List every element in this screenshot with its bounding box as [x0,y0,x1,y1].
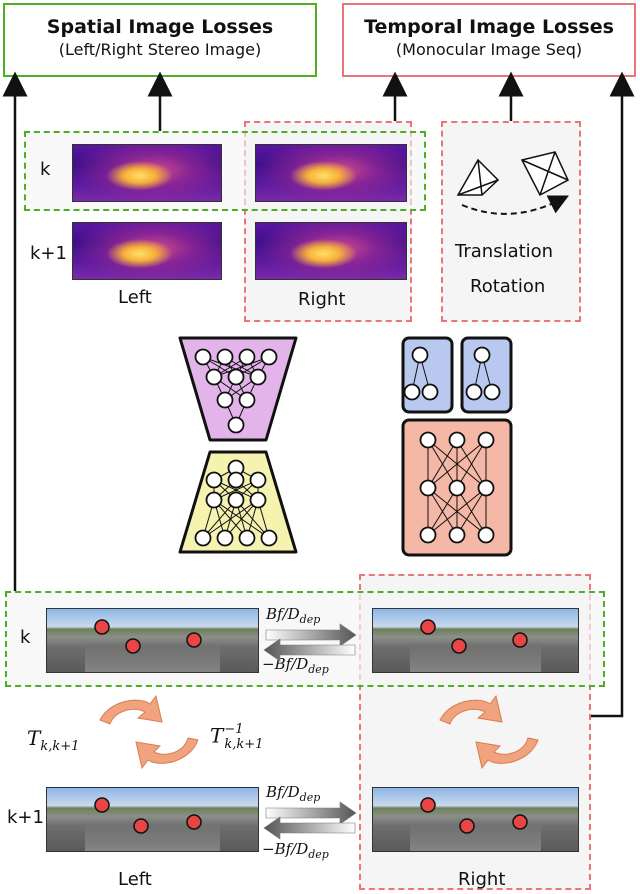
image-label-k: k [20,627,31,648]
network-edge [213,356,270,378]
temporal-cycle-left-icon [99,694,199,770]
warp-forward-k1: Bf/Ddep [266,783,320,804]
network-node [227,471,245,489]
network-node [448,431,466,449]
network-node [448,526,466,544]
temporal-losses-subtitle: (Monocular Image Seq) [395,40,583,59]
network-edge [427,487,487,536]
camera-motion-arrow [461,195,569,215]
spatial-losses-box: Spatial Image Losses (Left/Right Stereo … [3,3,317,77]
network-edge [427,439,487,489]
depth-map-right-k [255,144,407,202]
warp-forward-k: Bf/Ddep [266,605,320,626]
network-node [205,368,223,386]
network-node [473,346,491,364]
warp-forward-k1-sub: dep [299,791,321,804]
image-left-k [46,608,259,673]
spatial-losses-title: Spatial Image Losses [46,16,274,38]
bottom-left-label: Left [118,869,152,890]
network-edge [456,439,487,489]
network-edge [456,487,487,536]
network-node [216,529,234,547]
network-node [238,348,256,366]
temporal-losses-box: Temporal Image Losses (Monocular Image S… [342,3,636,77]
depth-map-left-k [72,144,222,202]
feature-points [94,619,528,834]
transform-forward-subscript: k,k+1 [40,739,80,754]
network-node [477,526,495,544]
transform-forward-label: Tk,k+1 [27,726,79,754]
network-node [465,383,483,401]
depth-map-left-k1 [72,222,222,280]
network-node [227,491,245,509]
network-node [194,529,212,547]
network-nodes [194,346,501,547]
transform-forward-symbol: T [27,726,41,750]
warp-backward-k-sub: dep [308,663,329,676]
network-edge [202,499,259,539]
pose-rotation-label: Rotation [470,276,546,297]
network-node [227,416,245,434]
network-edge [427,487,458,536]
network-node [419,526,437,544]
transform-inverse-subscript: k,k+1 [224,737,264,752]
image-right-k [372,608,579,673]
flow-arrows [2,71,635,718]
pose-translation-label: Translation [455,241,554,262]
network-node [477,479,495,497]
network-node [216,348,234,366]
warp-forward-k-sub: dep [299,613,321,626]
warp-backward-k1-text: −Bf/D [262,840,309,858]
warp-backward-k1-sub: dep [308,848,329,861]
network-node [403,383,421,401]
network-node [249,368,267,386]
network-node [260,348,278,366]
depth-label-k1: k+1 [30,243,67,264]
warp-backward-k: −Bf/Ddep [262,655,329,676]
temporal-losses-title: Temporal Image Losses [364,16,614,38]
bottom-right-label: Right [458,869,506,890]
network-node [477,431,495,449]
stereo-arrow-k [263,623,357,662]
network-node [249,491,267,509]
transform-inverse-superscript: −1 [224,722,244,737]
depth-left-label: Left [118,287,152,308]
network-node [238,391,256,409]
image-left-k1 [46,787,259,852]
depth-map-right-k1 [255,222,407,280]
pose-panel [441,121,581,322]
network-node [205,491,223,509]
network-node [249,471,267,489]
transform-inverse-symbol: T [210,723,224,748]
network-node [216,391,234,409]
temporal-cycle-right-icon [439,694,539,770]
network-node [448,479,466,497]
camera-icon [456,151,569,197]
stereo-arrow-k1 [263,801,357,840]
network-node [419,479,437,497]
network-node [260,529,278,547]
network-edge [427,439,458,489]
image-label-k1: k+1 [7,807,44,828]
network-node [411,346,429,364]
spatial-losses-subtitle: (Left/Right Stereo Image) [58,40,262,59]
network-node [194,348,212,366]
warp-forward-k-text: Bf/D [266,605,300,623]
depth-right-label: Right [298,289,346,310]
warp-backward-k1: −Bf/Ddep [262,840,329,861]
depth-label-k: k [40,159,51,180]
network-node [205,471,223,489]
pose-head-translation [401,336,454,414]
arrow-right-up [591,71,635,718]
warp-forward-k1-text: Bf/D [266,783,300,801]
network-node [483,383,501,401]
warp-backward-k-text: −Bf/D [262,655,309,673]
network-node [421,383,439,401]
network-node [227,368,245,386]
network-node [238,529,256,547]
network-node [419,431,437,449]
